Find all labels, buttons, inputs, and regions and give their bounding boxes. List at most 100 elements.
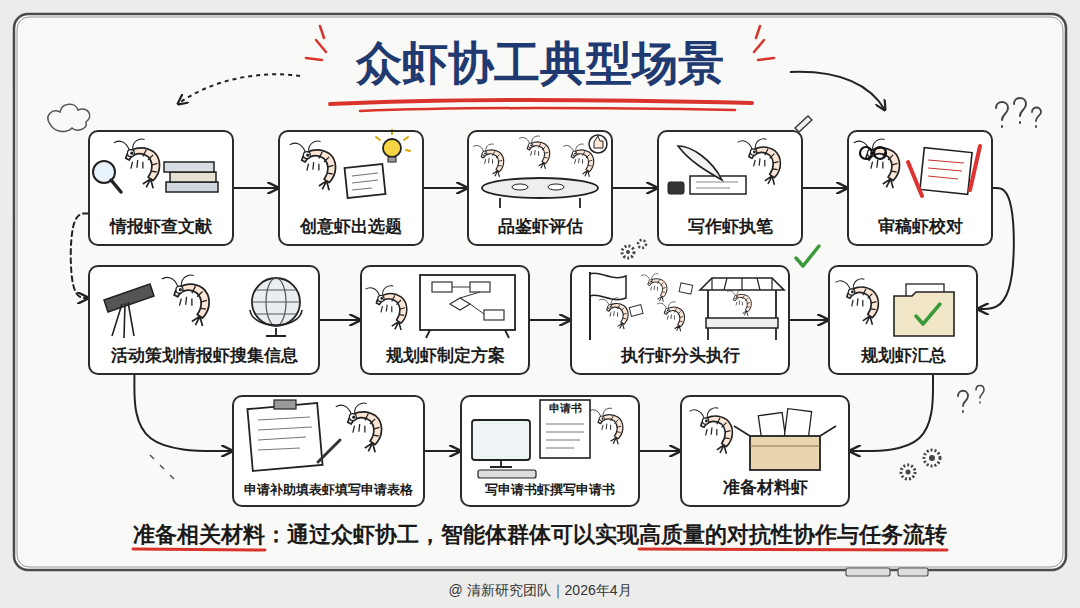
title-arrows <box>178 74 300 104</box>
summary-shrimp-art <box>836 279 954 336</box>
doodles <box>48 104 90 131</box>
review-shrimp-art <box>548 184 564 190</box>
paper-heading: 申请书 <box>540 402 590 415</box>
doodles <box>626 250 630 254</box>
planner-shrimp-art <box>420 275 515 330</box>
panel-fill <box>88 130 993 507</box>
letter-shrimp-art <box>540 400 590 458</box>
panel-caption: 规划虾制定方案 <box>386 346 505 366</box>
scene-panel: 品鉴虾评估 <box>467 130 613 246</box>
materials-shrimp-art <box>750 436 820 470</box>
event-scout-art <box>162 275 209 326</box>
research-shrimp-art <box>111 180 121 192</box>
panel-fill <box>467 130 613 246</box>
flow-arrow <box>425 450 460 452</box>
caption-underline <box>133 549 265 550</box>
panel-fill <box>680 395 850 507</box>
planner-shrimp-art <box>432 282 452 292</box>
letter-shrimp-art <box>478 470 536 478</box>
planner-shrimp-art <box>426 330 509 338</box>
planner-shrimp-art <box>366 275 515 338</box>
review-shrimp-art <box>512 184 528 190</box>
flow-arrow <box>850 375 933 451</box>
research-shrimp-art <box>93 139 218 192</box>
event-scout-art <box>104 275 302 338</box>
doodles <box>150 455 174 479</box>
whiteboard <box>846 568 890 576</box>
scene-panel: 规划虾制定方案 <box>360 265 530 375</box>
title-underline <box>754 26 774 60</box>
panel-fill <box>88 265 320 375</box>
doodles <box>976 386 984 404</box>
review-shrimp-art <box>589 135 607 153</box>
form-shrimp-art <box>258 417 312 450</box>
panel-caption: 申请补助填表虾填写申请表格 <box>244 482 413 498</box>
form-shrimp-art <box>336 403 382 452</box>
whiteboard <box>898 568 928 576</box>
idea-shrimp-art <box>290 130 410 198</box>
proofread-shrimp-art <box>874 147 886 159</box>
event-scout-art <box>250 310 302 325</box>
whiteboard <box>14 14 1066 570</box>
executor-shrimp-art <box>641 274 667 302</box>
panel-caption: 规划虾汇总 <box>861 346 946 366</box>
proofread-shrimp-art <box>928 160 964 179</box>
executor-shrimp-art <box>679 283 693 294</box>
title-arrows <box>790 72 885 110</box>
doodles <box>48 98 1041 479</box>
proofread-shrimp-art <box>872 152 874 154</box>
writer-shrimp-art <box>678 146 722 180</box>
form-shrimp-art <box>318 440 340 462</box>
materials-shrimp-art <box>690 408 836 470</box>
scene-panel: 活动策划情报虾搜集信息 <box>88 265 320 375</box>
scene-panel: 执行虾分头执行 <box>570 265 790 375</box>
proofread-shrimp-art <box>908 162 922 196</box>
panel-caption: 准备材料虾 <box>723 478 808 498</box>
flow-arrow <box>71 214 88 298</box>
scene-panel: 规划虾汇总 <box>828 265 978 375</box>
panel-fill <box>570 265 790 375</box>
planner-shrimp-art <box>452 287 484 314</box>
idea-shrimp-art <box>290 141 336 190</box>
whiteboard <box>14 14 1066 576</box>
executor-shrimp-art <box>629 305 643 317</box>
panel-fill <box>232 395 425 507</box>
form-shrimp-art <box>247 400 381 471</box>
proofread-shrimp-art <box>920 148 972 195</box>
title-underline <box>360 108 735 111</box>
doodles <box>638 240 646 248</box>
planner-shrimp-art <box>470 282 490 292</box>
scene-panel: 情报虾查文献 <box>88 130 234 246</box>
summary-shrimp-art <box>894 292 954 336</box>
panel-caption: 情报虾查文献 <box>110 217 212 237</box>
executor-shrimp-art <box>712 278 772 290</box>
doodles <box>622 246 634 258</box>
materials-shrimp-art <box>734 426 836 436</box>
writer-shrimp-art <box>668 182 684 194</box>
doodles <box>958 391 968 412</box>
materials-shrimp-art <box>750 445 820 446</box>
planner-shrimp-art <box>450 298 470 310</box>
research-shrimp-art <box>170 172 216 182</box>
idea-shrimp-art <box>376 130 410 151</box>
doodles <box>924 450 940 466</box>
idea-shrimp-art <box>383 139 401 157</box>
flow-arrow <box>424 187 467 189</box>
panel-fill <box>847 130 993 246</box>
panel-fill <box>88 130 234 246</box>
proofread-shrimp-art <box>854 139 900 188</box>
scene-panel: 审稿虾校对 <box>847 130 993 246</box>
scene-panel: 准备材料虾 <box>680 395 850 507</box>
flow-arrow <box>790 319 828 321</box>
summary-shrimp-art <box>916 304 940 324</box>
research-shrimp-art <box>166 182 218 192</box>
form-shrimp-art <box>274 400 296 409</box>
title-underline <box>306 26 326 60</box>
executor-shrimp-art <box>700 278 784 290</box>
event-scout-art <box>252 290 300 314</box>
doodles <box>996 102 1008 127</box>
letter-shrimp-art <box>472 400 623 478</box>
panel-caption: 创意虾出选题 <box>300 217 402 237</box>
